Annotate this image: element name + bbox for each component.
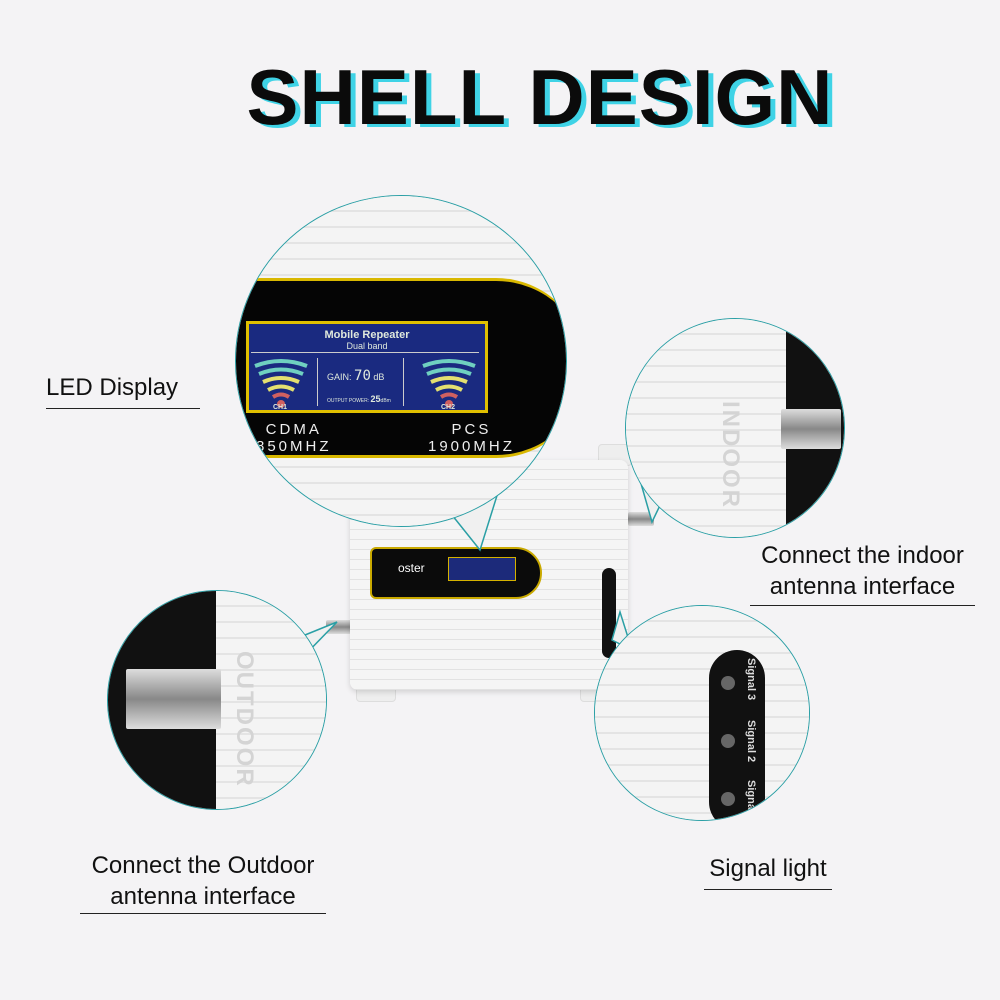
- ch2-label: CH2: [441, 404, 456, 411]
- led-display-label: LED Display: [46, 374, 179, 401]
- divider: [704, 889, 832, 890]
- signal-led-3: [721, 676, 735, 690]
- lcd-screen: Mobile Repeater Dual band CH1 CH2 GAIN: …: [246, 321, 488, 413]
- indoor-port-zoom: INDOOR: [625, 318, 845, 538]
- divider: [46, 408, 200, 409]
- signal-light-label: Signal light: [709, 855, 827, 882]
- ch2-signal-icon: [422, 359, 476, 408]
- led-display-zoom: Mobile Repeater Dual band CH1 CH2 GAIN: …: [235, 195, 567, 527]
- signal-1-label: Signal 1: [745, 780, 757, 821]
- outdoor-connector-icon: [126, 669, 221, 729]
- brand-logo: oster: [398, 561, 425, 575]
- divider: [750, 605, 975, 606]
- signal-led-2: [721, 734, 735, 748]
- lcd-title: Mobile Repeater: [324, 329, 410, 341]
- ch1-label: CH1: [273, 404, 288, 411]
- indoor-port-label: INDOOR: [717, 401, 744, 509]
- outdoor-port-zoom: OUTDOOR: [107, 590, 327, 810]
- gain-readout: GAIN: 70 dB: [327, 368, 385, 384]
- signal-light-strip-zoom: Signal 3 Signal 2 Signal 1: [709, 650, 765, 821]
- indoor-connector-icon: [781, 409, 841, 449]
- signal-light-zoom: Signal 3 Signal 2 Signal 1: [594, 605, 810, 821]
- front-panel: oster: [370, 547, 542, 599]
- signal-3-label: Signal 3: [745, 658, 757, 701]
- lcd-subtitle: Dual band: [346, 341, 388, 351]
- signal-2-label: Signal 2: [745, 720, 757, 763]
- signal-led-1: [721, 792, 735, 806]
- page-title: SHELL DESIGN: [246, 53, 834, 141]
- mini-lcd: [448, 557, 516, 581]
- divider: [80, 913, 326, 914]
- outdoor-port-label: OUTDOOR: [231, 651, 258, 788]
- output-power-readout: OUTPUT POWER: 25dBm: [327, 394, 391, 404]
- ch1-signal-icon: [254, 359, 308, 408]
